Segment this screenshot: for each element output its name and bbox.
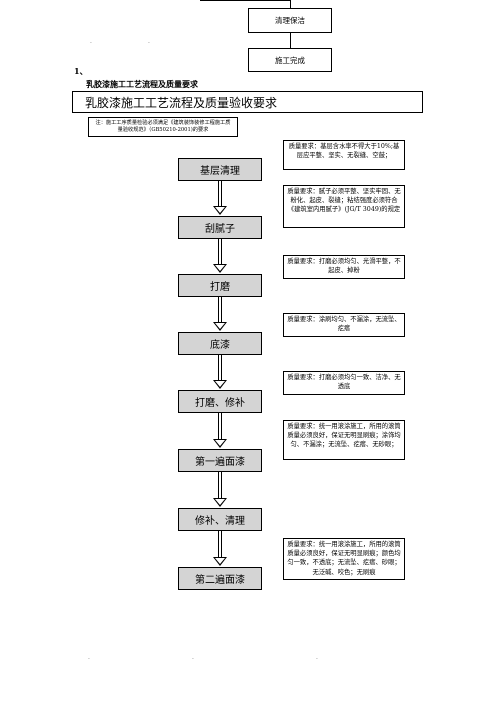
note-text: 注：施工工序质量检验必须满足《建筑装饰装修工程施工质量验收规范》（GB50210… (95, 120, 231, 133)
page-mark: . (316, 654, 318, 661)
step-label: 打磨 (210, 282, 230, 293)
flow-arrow-head (213, 380, 227, 389)
flow-arrow-head (213, 264, 227, 273)
step-repair-cleanup: 修补、清理 (178, 508, 262, 531)
quality-requirement-box: 质量要求：基层含水率不得大于10%;基层应平整、坚实、无裂缝、空鼓； (283, 140, 405, 170)
step-putty: 刮腻子 (178, 216, 262, 239)
quality-text: 质量要求：打磨必须均匀、光滑平整，不起皮、掉粉 (287, 258, 401, 275)
section-heading: 乳胶漆施工工艺流程及质量要求 (86, 79, 198, 89)
step-primer: 底漆 (178, 332, 262, 355)
step-sanding: 打磨 (178, 274, 262, 297)
clean-up-label: 清理保洁 (275, 16, 305, 25)
step-label: 刮腻子 (205, 224, 235, 235)
flow-arrow-head (213, 439, 227, 448)
step-label: 打磨、修补 (195, 398, 245, 409)
quality-requirement-box: 质量要求：打磨必须均匀、光滑平整，不起皮、掉粉 (283, 255, 405, 279)
quality-requirement-box: 质量要求：涂刷均匀、不漏涂，无流坠、疙瘩 (283, 313, 405, 337)
flow-arrow-head (213, 498, 227, 507)
quality-requirement-box: 质量要求：统一用滚涂施工，所用的滚筒质量必须良好，保证无明显刷痕；涂饰均匀、不漏… (283, 420, 405, 460)
main-title: 乳胶漆施工工艺流程及质量验收要求 (85, 95, 278, 110)
flow-arrow-head (213, 557, 227, 566)
quality-requirement-box: 质量要求：打磨必须均匀一致、洁净、无透底 (283, 371, 405, 395)
step-second-topcoat: 第二遍面漆 (178, 567, 262, 590)
clean-to-done-line (290, 33, 291, 48)
page-mark: . (90, 38, 92, 45)
flow-arrow (218, 355, 222, 380)
quality-text: 质量要求：统一用滚涂施工，所用的滚筒质量必须良好，保证无明显刷痕；颜色均匀一致，… (287, 541, 401, 576)
flow-arrow (218, 472, 222, 498)
top-connector-line (200, 0, 290, 1)
flow-arrow (218, 181, 222, 206)
flow-arrow-head (213, 206, 227, 215)
quality-requirement-box: 质量要求：统一用滚涂施工，所用的滚筒质量必须良好，保证无明显刷痕；颜色均匀一致，… (283, 538, 405, 580)
flow-arrow (218, 297, 222, 322)
quality-text: 质量要求：统一用滚涂施工，所用的滚筒质量必须良好，保证无明显刷痕；涂饰均匀、不漏… (287, 423, 401, 449)
page-mark: . (88, 654, 90, 661)
flow-arrow (218, 531, 222, 557)
flow-arrow (218, 413, 222, 439)
page-mark: . (192, 654, 194, 661)
flow-arrow (218, 239, 222, 264)
quality-text: 质量要求：基层含水率不得大于10%;基层应平整、坚实、无裂缝、空鼓； (288, 143, 400, 160)
flow-arrow-head (213, 322, 227, 331)
step-first-topcoat: 第一遍面漆 (178, 449, 262, 472)
section-number: 1、 (74, 66, 88, 76)
construction-complete-box: 施工完成 (248, 48, 332, 72)
top-connector-vertical (290, 0, 291, 8)
step-sanding-repair: 打磨、修补 (178, 390, 262, 413)
quality-text: 质量要求：涂刷均匀、不漏涂，无流坠、疙瘩 (287, 316, 401, 333)
step-label: 基层清理 (200, 166, 240, 177)
page-mark: . (148, 38, 150, 45)
step-label: 第一遍面漆 (195, 457, 245, 468)
quality-text: 质量要求：打磨必须均匀一致、洁净、无透底 (287, 374, 401, 391)
construction-complete-label: 施工完成 (275, 55, 305, 65)
clean-up-box: 清理保洁 (248, 8, 332, 33)
quality-text: 质量要求：腻子必须平整、坚实牢固、无粉化、起皮、裂缝；粘结强度必须符合《建筑室内… (287, 188, 401, 214)
step-base-cleaning: 基层清理 (178, 158, 262, 181)
note-box: 注：施工工序质量检验必须满足《建筑装饰装修工程施工质量验收规范》（GB50210… (88, 117, 238, 137)
step-label: 底漆 (210, 340, 230, 351)
quality-requirement-box: 质量要求：腻子必须平整、坚实牢固、无粉化、起皮、裂缝；粘结强度必须符合《建筑室内… (283, 185, 405, 228)
step-label: 第二遍面漆 (195, 575, 245, 586)
main-title-box: 乳胶漆施工工艺流程及质量验收要求 (72, 91, 423, 113)
step-label: 修补、清理 (195, 516, 245, 527)
